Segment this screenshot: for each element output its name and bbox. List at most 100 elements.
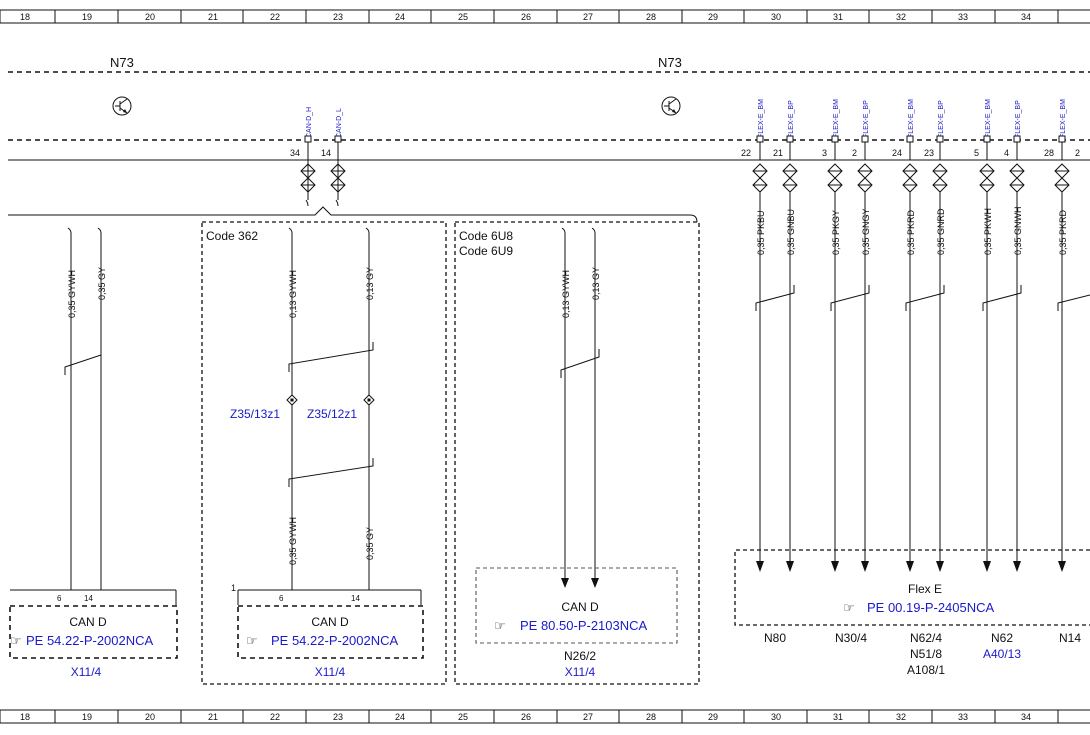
ruler-num: 22 bbox=[270, 712, 280, 722]
wire-label: 0,13 GYWH bbox=[288, 270, 298, 318]
pin-signal: FLEX-E_BM bbox=[833, 99, 840, 138]
ruler-num: 31 bbox=[833, 712, 843, 722]
diamond-connectors bbox=[300, 163, 1070, 193]
twist-mark bbox=[1057, 294, 1090, 311]
module-label: N73 bbox=[110, 55, 134, 70]
wire-label: 0,13 GYWH bbox=[561, 270, 571, 318]
pin-number: 2 bbox=[852, 148, 857, 158]
diamond-shape bbox=[979, 163, 995, 193]
wire-label: 0,35 GNBU bbox=[786, 209, 796, 255]
left-wire-group: 0,35 GYWH 0,35 GY 6 14 CAN D ☞ PE 54.22-… bbox=[9, 227, 178, 679]
diamond-shape bbox=[902, 163, 918, 193]
ruler-num: 21 bbox=[208, 12, 218, 22]
pin-connector bbox=[1013, 135, 1021, 143]
ruler-num: 27 bbox=[583, 12, 593, 22]
pin-signal: FLEX-E_BM bbox=[985, 99, 992, 138]
pin-number: 4 bbox=[1004, 148, 1009, 158]
wire-label: 0,35 PKRD bbox=[1058, 209, 1068, 255]
pin-connector bbox=[861, 135, 869, 143]
ruler-num: 34 bbox=[1021, 712, 1031, 722]
pin-number: 14 bbox=[321, 148, 331, 158]
ruler-num: 26 bbox=[521, 12, 531, 22]
module-n73: N73 N73 bbox=[8, 55, 1090, 161]
ruler-num: 21 bbox=[208, 712, 218, 722]
wire-label: 0,35 GNGY bbox=[861, 208, 871, 255]
component-name: N51/8 bbox=[910, 647, 942, 661]
pin-signal: FLEX-E_BP bbox=[863, 100, 870, 138]
pin-connector bbox=[334, 135, 342, 143]
pin-numbers: 34 14 22 21 3 2 24 23 5 4 28 2 bbox=[290, 148, 1080, 158]
wire-label: 0,13 GY bbox=[365, 267, 375, 300]
pe-ref: PE 00.19-P-2405NCA bbox=[867, 600, 995, 615]
connector-pin: 14 bbox=[351, 594, 360, 603]
hand-pointer-icon: ☞ bbox=[10, 633, 22, 648]
arrowhead bbox=[831, 561, 839, 572]
arrowhead bbox=[936, 561, 944, 572]
twist-mark bbox=[830, 285, 870, 311]
splice-label: Z35/13z1 bbox=[230, 407, 280, 421]
transistor-icon bbox=[661, 96, 681, 116]
ruler-num: 31 bbox=[833, 12, 843, 22]
wire-label: 0,13 GY bbox=[591, 267, 601, 300]
hand-pointer-icon: ☞ bbox=[494, 618, 506, 633]
component-name: N62/4 bbox=[910, 631, 942, 645]
diamond-shape bbox=[932, 163, 948, 193]
ruler-num: 22 bbox=[270, 12, 280, 22]
wire-label: 0,35 GYWH bbox=[67, 270, 77, 318]
can-bus-bracket bbox=[8, 206, 698, 223]
double-diamond-icon bbox=[1009, 163, 1025, 193]
component-name: N26/2 bbox=[564, 649, 596, 663]
diamond-splice-icon bbox=[286, 394, 298, 406]
pe-ref: PE 80.50-P-2103NCA bbox=[520, 618, 648, 633]
diamond-shape bbox=[1054, 163, 1070, 193]
double-diamond-icon bbox=[782, 163, 798, 193]
top-ruler: 18 19 20 21 22 23 24 25 26 27 28 29 30 3… bbox=[0, 9, 1090, 24]
diamond-shape bbox=[857, 163, 873, 193]
code-label: Code 6U9 bbox=[459, 244, 513, 258]
connector-pin: 14 bbox=[84, 594, 93, 603]
pin-connector bbox=[756, 135, 764, 143]
ruler-num: 29 bbox=[708, 712, 718, 722]
double-diamond-icon bbox=[902, 163, 918, 193]
can-label: CAN D bbox=[561, 600, 599, 614]
ruler-num: 30 bbox=[771, 712, 781, 722]
pin-signal: FLEX-E_BM bbox=[1060, 99, 1067, 138]
pin-number: 2 bbox=[1075, 148, 1080, 158]
component-name: A40/13 bbox=[983, 647, 1021, 661]
arrowhead bbox=[861, 561, 869, 572]
pin-number: 3 bbox=[822, 148, 827, 158]
hand-pointer-icon: ☞ bbox=[843, 600, 855, 615]
ruler-num: 33 bbox=[958, 12, 968, 22]
arrowhead bbox=[756, 561, 764, 572]
component-name: N14 bbox=[1059, 631, 1081, 645]
ruler-num: 24 bbox=[395, 12, 405, 22]
wire-label: 0,35 GNRD bbox=[936, 208, 946, 255]
ruler-num: 19 bbox=[82, 712, 92, 722]
wire-label: 0,35 GY bbox=[365, 527, 375, 560]
wire-label: 0,35 GYWH bbox=[288, 517, 298, 565]
ruler-num: 18 bbox=[20, 12, 30, 22]
arrowhead bbox=[1013, 561, 1021, 572]
diamond-shape bbox=[827, 163, 843, 193]
component-name: A108/1 bbox=[907, 663, 945, 677]
pin-number: 28 bbox=[1044, 148, 1054, 158]
pin-signal: FLEX-E_BM bbox=[908, 99, 915, 138]
pin-signal: FLEX-E_BP bbox=[1015, 100, 1022, 138]
diamond-shape bbox=[782, 163, 798, 193]
pin-marks bbox=[304, 135, 1066, 160]
pin-number: 5 bbox=[974, 148, 979, 158]
component-name: N80 bbox=[764, 631, 786, 645]
pin-number: 21 bbox=[773, 148, 783, 158]
ruler-num: 23 bbox=[333, 12, 343, 22]
pin-signals: CAN-D_H CAN-D_L FLEX-E_BM FLEX-E_BP FLEX… bbox=[306, 99, 1067, 138]
ruler-num: 34 bbox=[1021, 12, 1031, 22]
diamond-shape bbox=[752, 163, 768, 193]
diamond-splice-icon bbox=[363, 394, 375, 406]
pin-connector bbox=[906, 135, 914, 143]
pin-connector bbox=[786, 135, 794, 143]
ruler-num: 20 bbox=[145, 712, 155, 722]
ruler-num: 24 bbox=[395, 712, 405, 722]
arrowhead bbox=[983, 561, 991, 572]
component-name: N62 bbox=[991, 631, 1013, 645]
